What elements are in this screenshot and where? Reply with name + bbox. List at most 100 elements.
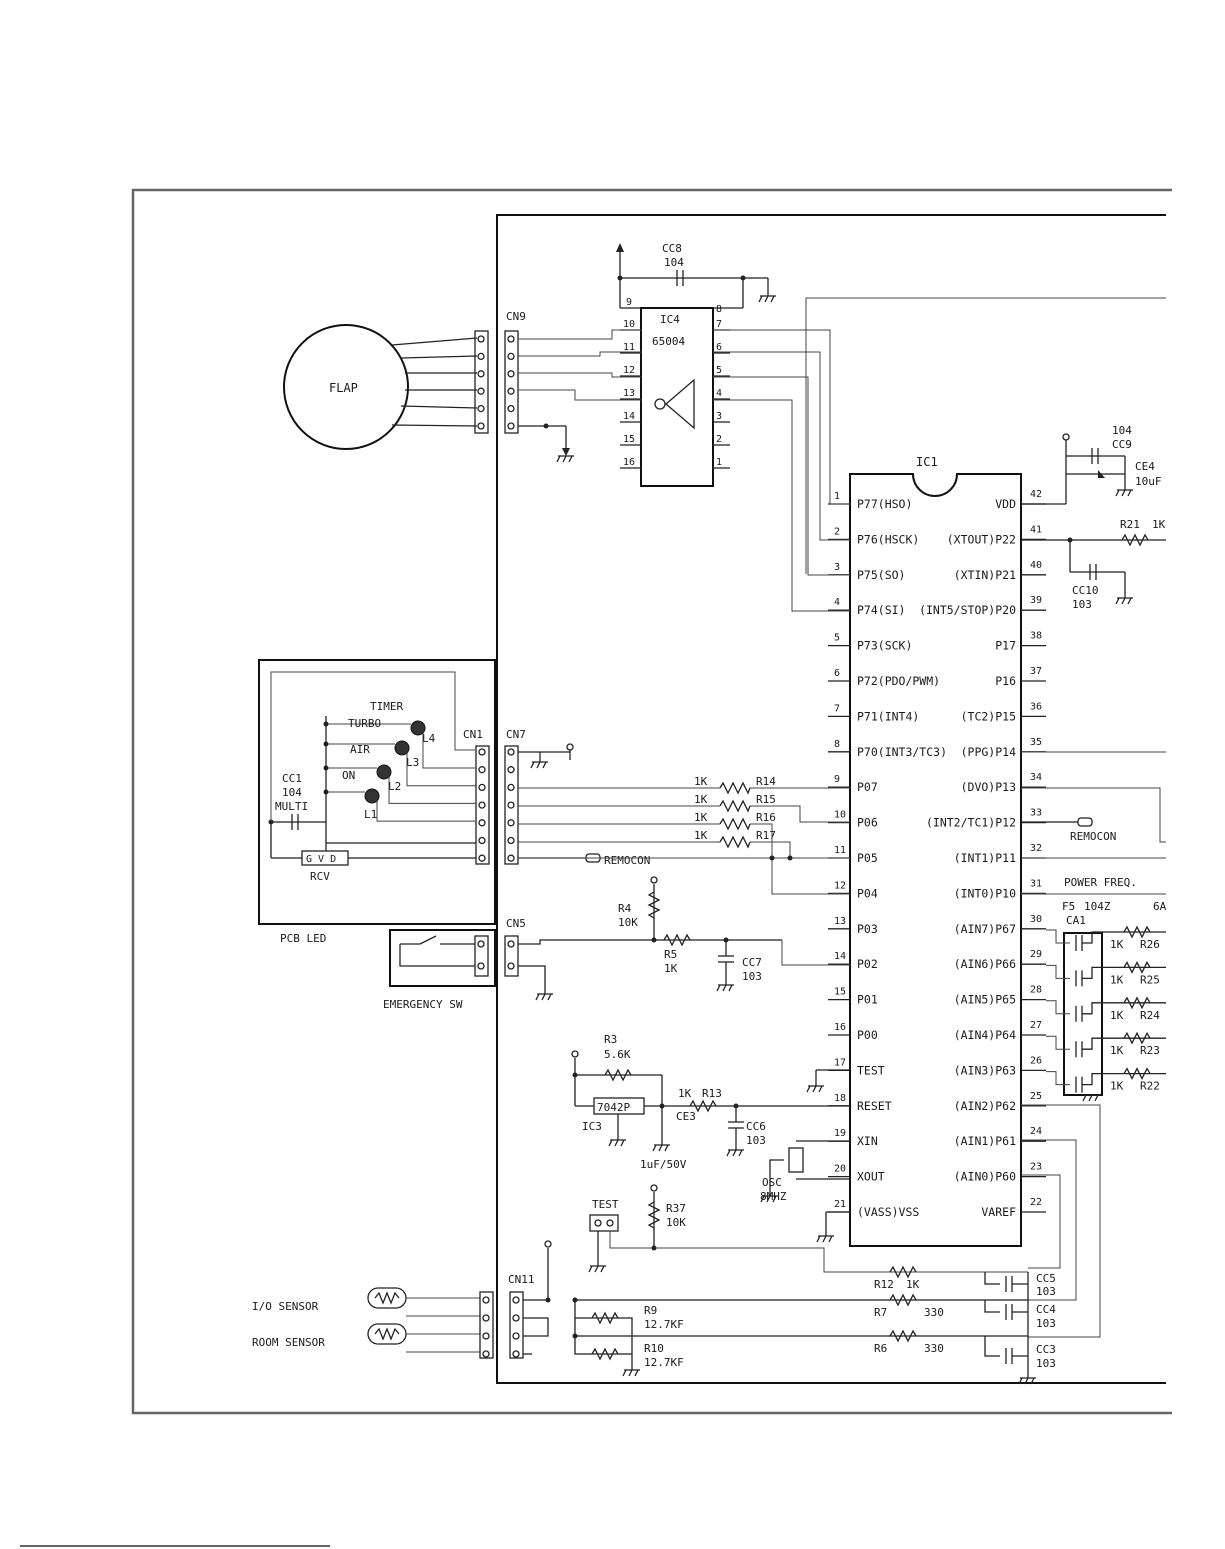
ic1-pin-number: 12 [834, 880, 846, 891]
ic1-pin-number: 26 [1030, 1055, 1042, 1066]
ic1-pin-label: P74(SI) [857, 603, 905, 617]
ic1-pin-label: (AIN5)P65 [954, 993, 1016, 1007]
ic1-pin-number: 15 [834, 987, 846, 998]
main-board-outline [496, 214, 1166, 1384]
led-name: TURBO [348, 717, 381, 730]
r7-val: 330 [924, 1306, 944, 1319]
resistor-ref: R26 [1140, 938, 1160, 951]
connector-pin [507, 335, 515, 343]
pcb-led-title: PCB LED [280, 932, 326, 945]
connector-pin [507, 819, 515, 827]
ground-symbol [1115, 489, 1133, 497]
ca1-wire [1046, 1035, 1070, 1050]
connector-pin [477, 370, 485, 378]
led-ref: L1 [364, 808, 377, 821]
connector-pin [507, 422, 515, 430]
resistor-value: 1K [1110, 1009, 1124, 1022]
ic4-pin-number: 14 [623, 411, 635, 422]
connector-pin [482, 1314, 490, 1322]
r5-val: 1K [664, 962, 678, 975]
ground-symbol [1018, 1377, 1036, 1385]
ic4-pin-number: 5 [716, 365, 722, 376]
ground-symbol [652, 1144, 670, 1152]
ic1-pin-number: 20 [834, 1164, 846, 1175]
ic1-pin-number: 30 [1030, 914, 1042, 925]
ic1-pin-label: (VASS)VSS [857, 1205, 919, 1219]
r9-ref: R9 [644, 1304, 657, 1317]
io-sensor-label: I/O SENSOR [252, 1300, 319, 1313]
ic1-pin-label: VDD [995, 497, 1016, 511]
ground-symbol [556, 455, 574, 463]
ic1-label: IC1 [916, 455, 938, 469]
ic1-pin-number: 13 [834, 916, 846, 927]
connector-pin [477, 422, 485, 430]
connector-pin [507, 748, 515, 756]
r7-ref: R7 [874, 1306, 887, 1319]
ic1-pin-label: (TC2)P15 [961, 709, 1016, 723]
resistor-ref: R23 [1140, 1044, 1160, 1057]
r13-ref: R13 [702, 1087, 722, 1100]
resistor-value: 1K [694, 811, 708, 824]
cc7-ref: CC7 [742, 956, 762, 969]
ground-symbol [1115, 597, 1133, 605]
ic1-pin-label: P00 [857, 1028, 878, 1042]
ic4-pin-8: 8 [716, 304, 722, 315]
ic1-pin-number: 41 [1030, 524, 1042, 535]
power-freq-label: POWER FREQ. [1064, 876, 1137, 889]
resistor-ref: R16 [756, 811, 776, 824]
connector-pin [478, 748, 486, 756]
r10-val: 12.7KF [644, 1356, 684, 1369]
ic1-pin-number: 29 [1030, 949, 1042, 960]
ic1-pin-number: 2 [834, 526, 840, 537]
r3-val: 5.6K [604, 1048, 631, 1061]
ic4-pin-number: 11 [623, 342, 635, 353]
ic1-pin-number: 36 [1030, 701, 1042, 712]
ca1-wire [1046, 1071, 1070, 1086]
cc9-val: 104 [1112, 424, 1132, 437]
ic1-pin-label: (AIN7)P67 [954, 922, 1016, 936]
ic1-pin-number: 38 [1030, 631, 1042, 642]
cc1-val: 104 [282, 786, 302, 799]
connector-pin [482, 1332, 490, 1340]
ic1-pin-number: 9 [834, 774, 840, 785]
ic1-pin-number: 17 [834, 1057, 846, 1068]
ic4-pin-number: 6 [716, 342, 722, 353]
resistor-r15 [719, 799, 751, 813]
connector-pin [478, 783, 486, 792]
p02-network: R4 10K R5 1K CC7 103 [618, 876, 850, 985]
ce4-val: 10uF [1135, 475, 1162, 488]
cc1-ref: CC1 [282, 772, 302, 785]
ic1-pin-number: 16 [834, 1022, 846, 1033]
ic4-pin-number: 15 [623, 434, 635, 445]
connector-pin [482, 1296, 490, 1304]
cc10-val: 103 [1072, 598, 1092, 611]
ground-symbol [530, 761, 548, 769]
connector-pin [507, 836, 515, 845]
ic4-pin-number: 16 [623, 457, 635, 468]
ic1-pin-number: 4 [834, 597, 840, 608]
ic4-pin-number: 4 [716, 388, 722, 399]
ground-symbol [608, 1139, 626, 1147]
ic1-pin-label: (INT1)P11 [954, 851, 1016, 865]
ic1-pin-number: 19 [834, 1128, 846, 1139]
resistor-r16 [719, 817, 751, 831]
ic1-pin-number: 14 [834, 951, 846, 962]
ic1-pin-number: 25 [1030, 1091, 1042, 1102]
resistor-ref: R24 [1140, 1009, 1160, 1022]
ic1-pin-number: 8 [834, 739, 840, 750]
cc8-val: 104 [664, 256, 684, 269]
ce3-ref: CE3 [676, 1110, 696, 1123]
ic1-pin-label: P70(INT3/TC3) [857, 745, 947, 759]
cn9-connector: CN9 [474, 310, 641, 456]
ic1-pin-number: 37 [1030, 666, 1042, 677]
ic4-part: 65004 [652, 335, 685, 348]
osc-ref: OSC [762, 1176, 782, 1189]
ic4-pin-number: 1 [716, 457, 722, 468]
xtout-network: R21 1K CC10 103 [1021, 518, 1166, 611]
ground-symbol [758, 295, 776, 303]
remocon-right: REMOCON [1021, 817, 1116, 843]
cc4-ref: CC4 [1036, 1303, 1056, 1316]
cn11-label: CN11 [508, 1273, 535, 1286]
